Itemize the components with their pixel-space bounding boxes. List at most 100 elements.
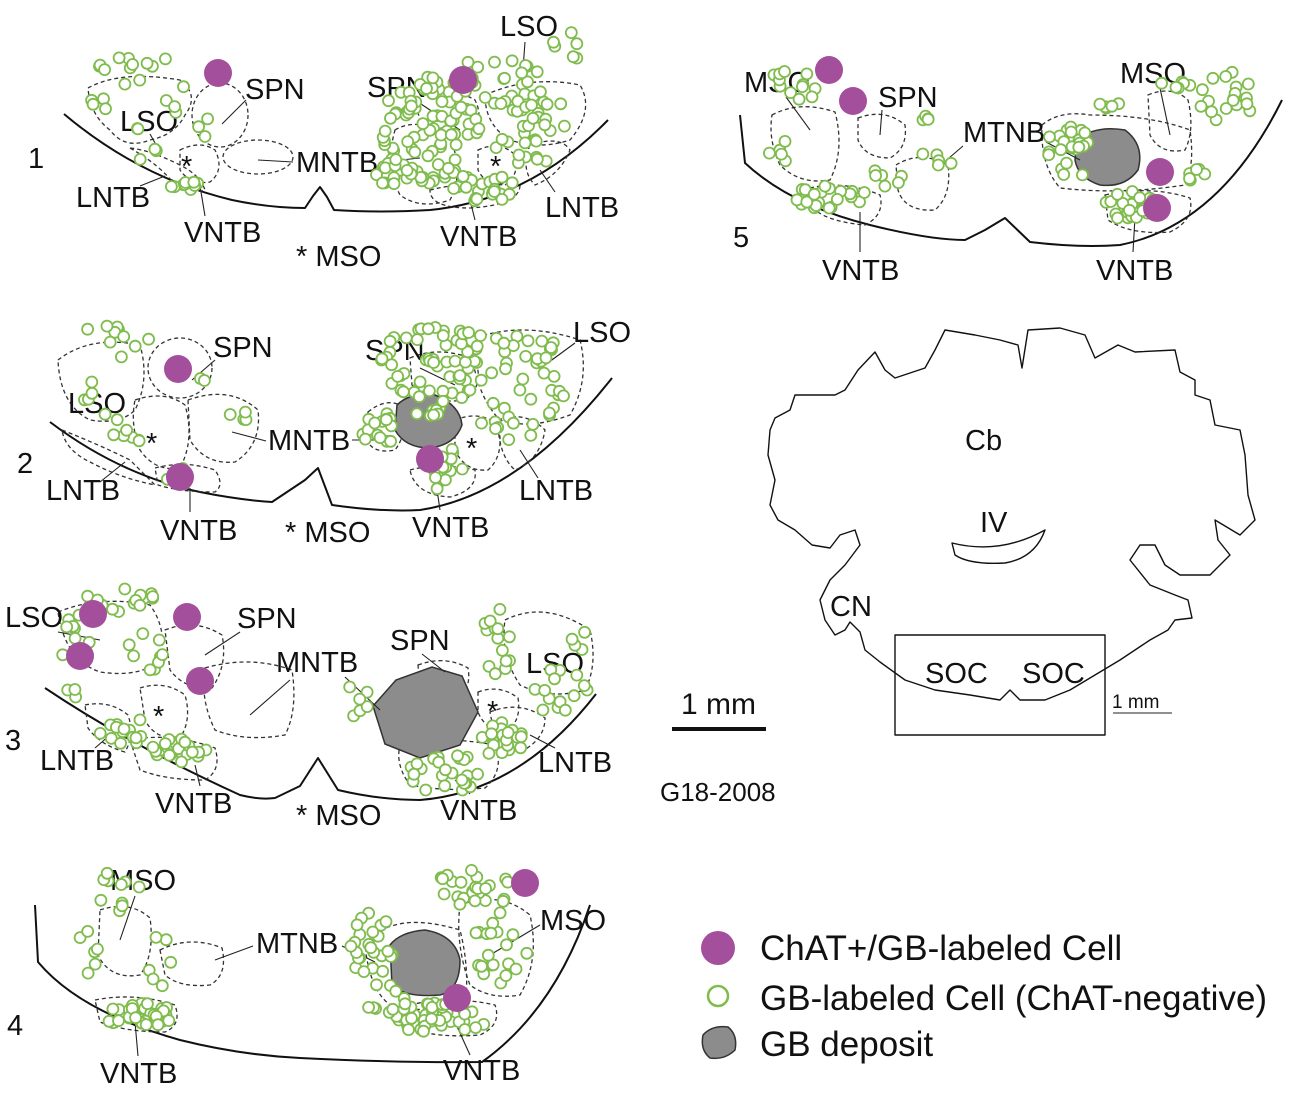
gb-labeled-cell <box>878 179 892 193</box>
section-5-label-spn: SPN <box>878 82 938 114</box>
gb-labeled-cell <box>162 748 176 762</box>
section-3-label-lso-left: LSO <box>5 602 63 634</box>
gb-labeled-cell <box>526 111 540 125</box>
section-5-vntb-right-outline <box>1104 190 1192 234</box>
section-2-mso-left-outline <box>132 395 190 470</box>
gb-labeled-cell <box>164 955 178 969</box>
section-3-label-vntb-right: VNTB <box>440 795 517 827</box>
gb-labeled-cell <box>412 390 426 404</box>
gb-labeled-cell <box>484 926 498 940</box>
gb-labeled-cell <box>1111 211 1124 225</box>
gb-labeled-cell <box>1064 125 1078 139</box>
gb-labeled-cell <box>100 866 114 880</box>
gb-labeled-cell <box>800 195 814 209</box>
gb-labeled-cell <box>357 965 371 978</box>
section-3-mso-right-outline <box>477 688 520 733</box>
gb-labeled-cell <box>436 872 450 886</box>
section-5-mso-left-outline <box>770 106 840 182</box>
gb-labeled-cell <box>493 906 507 920</box>
gb-labeled-cell <box>404 99 418 113</box>
section-2-label-lso-right: LSO <box>573 317 631 349</box>
gb-labeled-cell <box>384 111 397 125</box>
gb-labeled-cell <box>506 928 520 942</box>
gb-labeled-cell <box>505 54 519 68</box>
gb-labeled-cell <box>382 94 395 108</box>
label-fourth-ventricle: IV <box>980 507 1008 539</box>
gb-labeled-cell <box>164 180 178 193</box>
gb-labeled-cell <box>1042 148 1056 162</box>
gb-labeled-cell <box>106 1002 120 1016</box>
gb-labeled-cell <box>489 141 503 155</box>
section-3: 3 LSO SPN LNTB VNTB MNTB * MSO SPN LSO V… <box>5 600 612 832</box>
gb-labeled-cell <box>117 330 131 344</box>
gb-labeled-cell <box>381 944 395 958</box>
gb-labeled-cell <box>110 413 124 427</box>
gb-labeled-cell <box>558 119 571 133</box>
gb-labeled-cell <box>916 147 930 161</box>
gb-labeled-cell <box>822 201 836 215</box>
gb-labeled-cell <box>515 66 529 80</box>
chat-gb-cell <box>1143 194 1171 222</box>
legend-label-deposit: GB deposit <box>760 1025 933 1064</box>
gb-labeled-cell <box>558 703 572 717</box>
gb-labeled-cell <box>499 362 512 376</box>
gb-labeled-cell <box>456 169 470 183</box>
gb-labeled-cell <box>763 146 776 160</box>
gb-labeled-cell <box>401 135 415 149</box>
gb-labeled-cell <box>1123 203 1136 217</box>
gb-labeled-cell <box>427 356 441 369</box>
leader-line <box>134 1021 139 1057</box>
leader-line <box>194 764 201 787</box>
leader-line <box>421 653 446 673</box>
chat-gb-cell <box>166 463 194 491</box>
gb-labeled-cell <box>1219 70 1233 83</box>
gb-labeled-cell <box>495 192 509 206</box>
gb-labeled-cell <box>478 91 492 104</box>
gb-labeled-cell <box>494 97 508 110</box>
gb-labeled-cell <box>455 391 469 405</box>
section-3-label-lntb-right: LNTB <box>538 747 612 779</box>
gb-labeled-cell <box>413 375 427 389</box>
brainstem-cerebellum-outline <box>767 327 1256 701</box>
gb-labeled-cell <box>387 177 401 191</box>
section-2: 2 LSO SPN LNTB VNTB MNTB * MSO SPN LSO V… <box>17 317 631 549</box>
gb-labeled-cell <box>419 783 433 797</box>
gb-labeled-cell <box>547 369 561 383</box>
gb-labeled-cell <box>238 405 252 419</box>
section-4-mso-right-outline <box>458 898 534 997</box>
section-1-lso-right-outline <box>484 81 587 146</box>
gb-labeled-cell <box>373 431 387 445</box>
gb-labeled-cell <box>343 680 357 694</box>
gb-labeled-cell <box>807 187 821 201</box>
gb-labeled-cell <box>454 100 468 114</box>
gb-labeled-cell <box>197 374 211 387</box>
gb-labeled-cell <box>505 176 519 190</box>
section-2-mso-asterisk-left: * <box>146 428 157 460</box>
section-3-label-lntb-left: LNTB <box>40 745 114 777</box>
gb-labeled-cell <box>398 997 412 1011</box>
gb-labeled-cell <box>1169 80 1183 94</box>
gb-labeled-cell <box>140 56 154 70</box>
gb-labeled-cell <box>389 153 403 167</box>
gb-labeled-cell <box>420 82 433 95</box>
section-1-label-lso-left: LSO <box>120 106 178 138</box>
gb-labeled-cell <box>1076 168 1089 182</box>
gb-labeled-cell <box>417 1024 430 1038</box>
leader-line <box>519 449 539 479</box>
gb-labeled-cell <box>497 336 511 350</box>
gb-labeled-cell <box>455 773 469 787</box>
gb-labeled-cell <box>931 158 945 172</box>
gb-labeled-cell <box>1241 77 1255 91</box>
gb-labeled-cell <box>521 75 534 89</box>
label-cochlear-nucleus: CN <box>830 591 872 623</box>
gb-labeled-cell <box>128 339 142 353</box>
gb-labeled-cell <box>122 638 136 652</box>
section-2-mso-right-outline <box>454 415 501 471</box>
legend-item-gb-deposit: GB deposit <box>701 1025 933 1064</box>
gb-labeled-cell <box>778 65 791 78</box>
section-2-ventral-surface <box>49 377 613 512</box>
gb-labeled-cell <box>488 667 502 681</box>
gb-labeled-cell <box>201 112 215 126</box>
gb-labeled-cell <box>86 97 100 111</box>
legend-label-chat-cell: ChAT+/GB-labeled Cell <box>760 929 1122 968</box>
